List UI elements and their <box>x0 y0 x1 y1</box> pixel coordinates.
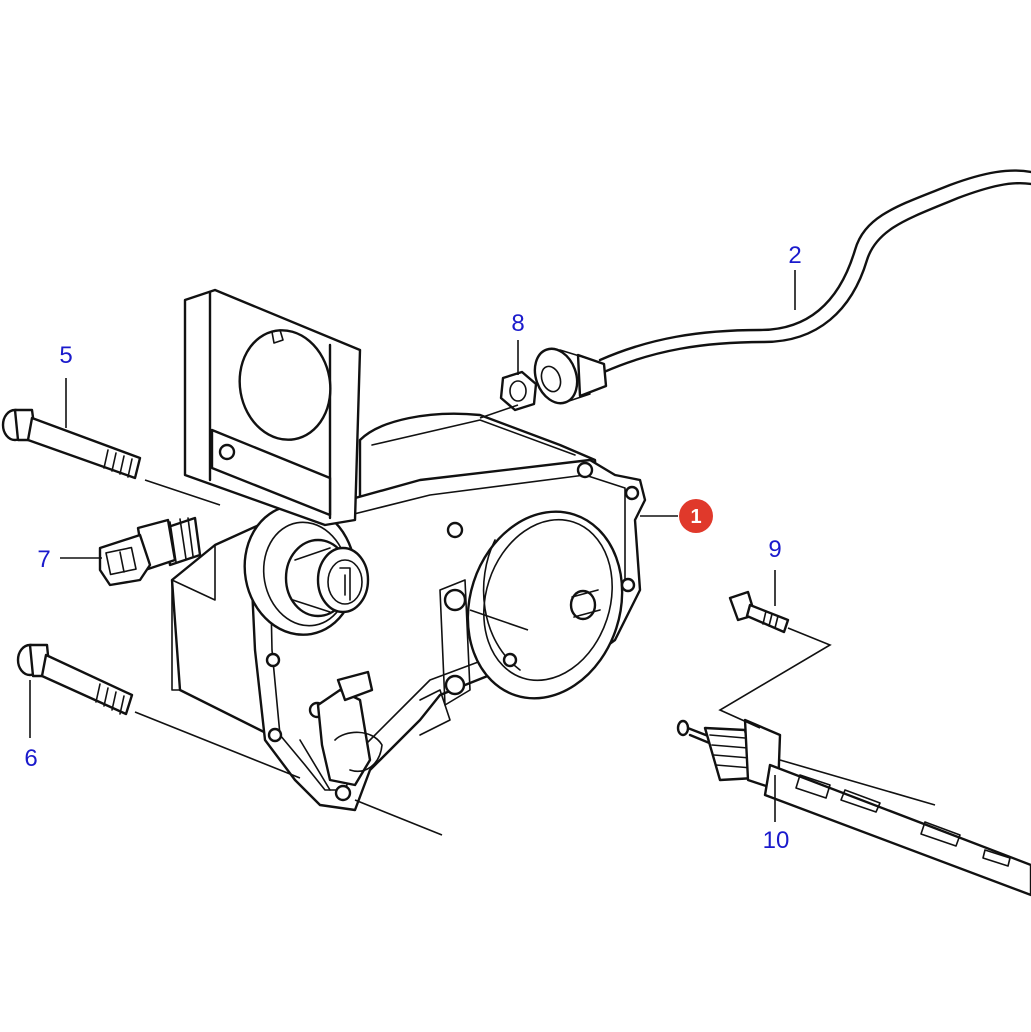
callout-7: 7 <box>37 546 50 573</box>
tube-nut-fitting <box>533 347 608 405</box>
callout-1-badge[interactable]: 1 <box>679 499 713 533</box>
callout-10: 10 <box>763 827 790 854</box>
callout-6: 6 <box>24 745 37 772</box>
callout-labels: 2 8 5 7 6 9 10 1 <box>24 242 801 854</box>
callout-1: 1 <box>690 506 701 528</box>
leader-lines <box>29 270 832 822</box>
part-2-tube[interactable] <box>528 169 1031 410</box>
part-9-screw[interactable] <box>728 590 790 634</box>
heat-shield-bracket <box>183 288 362 527</box>
part-5-bolt[interactable] <box>1 408 221 506</box>
callout-8: 8 <box>511 310 524 337</box>
part-7-sensor[interactable] <box>98 516 202 587</box>
part-1-housing[interactable] <box>170 412 647 812</box>
callout-9: 9 <box>768 536 781 563</box>
part-10-cable[interactable] <box>676 718 1031 897</box>
part-8-nut[interactable] <box>499 370 538 412</box>
part-6-bolt[interactable] <box>16 643 443 836</box>
callout-5: 5 <box>59 342 72 369</box>
callout-2: 2 <box>788 242 801 269</box>
